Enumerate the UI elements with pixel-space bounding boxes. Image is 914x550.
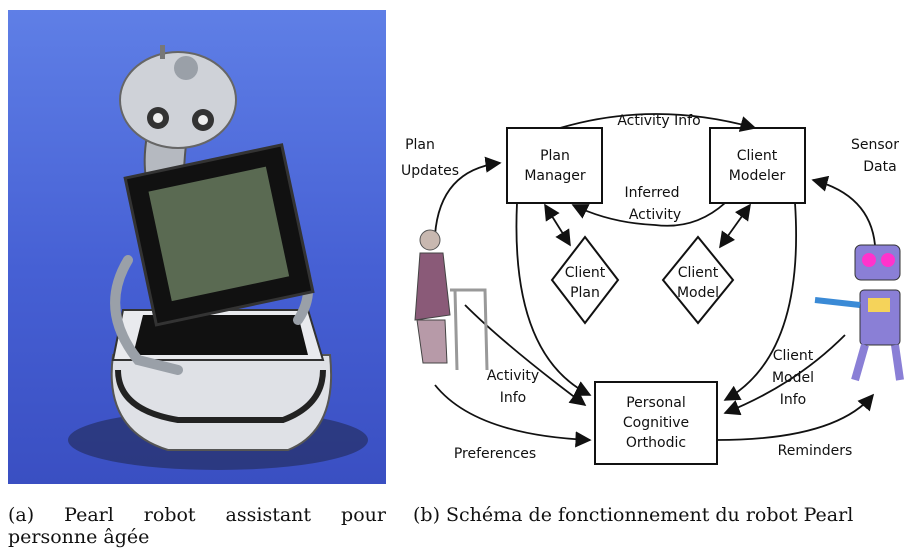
arrow-pm-client-plan <box>544 203 571 247</box>
caption-a-word: robot <box>143 504 196 526</box>
label-plan-updates-2: Updates <box>401 163 459 179</box>
pco-box <box>594 381 718 465</box>
caption-a-line2: personne âgée <box>8 526 150 548</box>
label-client-model-info-3: Info <box>780 392 807 408</box>
arrow-cm-pco <box>723 202 797 401</box>
elderly-person-illustration <box>414 229 489 371</box>
plan-manager-label-1: Plan <box>540 148 570 164</box>
label-client-model-info-1: Client <box>773 348 814 364</box>
label-sensor-data-2: Data <box>863 159 896 175</box>
arrow-inferred-activity <box>571 202 726 227</box>
client-plan-diamond <box>550 235 620 325</box>
arrow-sensor-data <box>811 175 876 246</box>
arrow-client-model-info <box>723 334 846 416</box>
client-model-label-2: Model <box>677 285 719 301</box>
caption-b: (b) Schéma de fonctionnement du robot Pe… <box>413 504 854 526</box>
plan-manager-label-2: Manager <box>524 168 586 184</box>
pearl-diagram: Plan Manager Client Modeler Personal Cog… <box>395 95 914 475</box>
plan-manager-box <box>506 127 603 204</box>
arrow-reminders <box>716 393 875 441</box>
arrow-preferences <box>434 384 592 448</box>
caption-a-word: Pearl <box>64 504 114 526</box>
label-inferred-activity-2: Activity <box>629 207 681 223</box>
client-modeler-label-1: Client <box>737 148 778 164</box>
arrow-activity-info-top <box>559 113 757 132</box>
client-modeler-label-2: Modeler <box>729 168 786 184</box>
caption-a: (a) Pearl robot assistant pour personne … <box>8 504 386 548</box>
arrow-pm-pco <box>515 202 592 396</box>
arrow-activity-info-left <box>464 304 587 406</box>
pco-label-1: Personal <box>626 395 686 411</box>
label-activity-info-left-1: Activity <box>487 368 539 384</box>
client-modeler-box <box>709 127 806 204</box>
client-plan-label-1: Client <box>565 265 606 281</box>
label-plan-updates-1: Plan <box>405 137 435 153</box>
pco-label-3: Orthodic <box>626 435 686 451</box>
label-reminders: Reminders <box>778 443 853 459</box>
client-model-diamond <box>661 235 735 325</box>
label-preferences: Preferences <box>454 446 536 462</box>
caption-a-line1: (a) Pearl robot assistant pour <box>8 504 386 526</box>
label-activity-info-top: Activity Info <box>617 113 700 129</box>
caption-a-word: (a) <box>8 504 35 526</box>
client-model-label-1: Client <box>678 265 719 281</box>
caption-a-word: assistant <box>225 504 312 526</box>
arrow-cm-client-model <box>719 203 751 249</box>
label-sensor-data-1: Sensor <box>851 137 899 153</box>
caption-a-word: pour <box>341 504 386 526</box>
label-activity-info-left-2: Info <box>500 390 527 406</box>
label-client-model-info-2: Model <box>772 370 814 386</box>
client-plan-label-2: Plan <box>570 285 600 301</box>
diagram-arrows <box>434 113 876 448</box>
pco-label-2: Cognitive <box>623 415 689 431</box>
label-inferred-activity-1: Inferred <box>624 185 679 201</box>
pearl-robot-illustration <box>68 45 368 470</box>
diagram-svg: Plan Manager Client Modeler Personal Cog… <box>401 113 904 465</box>
arrow-plan-updates <box>434 156 502 236</box>
pearl-robot-photo <box>8 10 386 484</box>
cartoon-robot-illustration <box>814 244 904 382</box>
